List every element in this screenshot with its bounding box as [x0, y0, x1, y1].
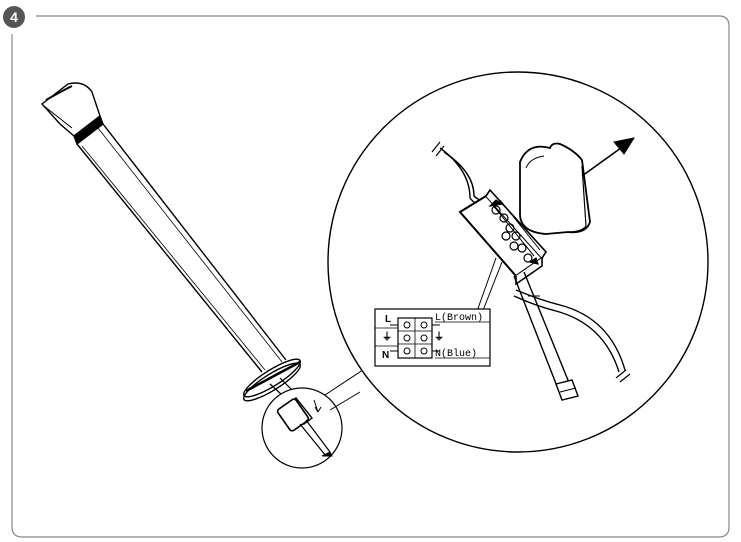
- earth-symbol-right: ⏚: [434, 331, 444, 343]
- step-number-badge: 4: [3, 6, 25, 28]
- earth-symbol-left: ⏚: [382, 331, 392, 343]
- live-wire-label: L(Brown): [435, 312, 483, 324]
- neutral-wire-label: N(Blue): [435, 348, 477, 360]
- frame-border: [11, 15, 730, 538]
- cable-detail-small-circle: [261, 387, 343, 469]
- tube-motor-illustration: [40, 82, 302, 405]
- terminal-neutral-label: N: [382, 350, 389, 361]
- terminal-live-label: L: [385, 314, 391, 325]
- junction-box-detail-circle: [327, 71, 709, 453]
- wiring-label-panel: L ⏚ N L(Brown) ⏚ N(Blue): [374, 308, 491, 367]
